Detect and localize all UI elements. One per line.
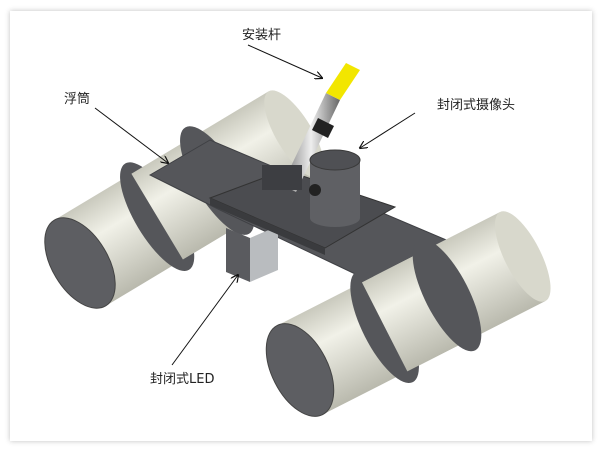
sealed-led bbox=[226, 226, 278, 282]
sealed-camera bbox=[309, 149, 361, 227]
label-camera: 封闭式摄像头 bbox=[437, 98, 516, 113]
float-collar bbox=[412, 238, 482, 352]
label-float: 浮筒 bbox=[64, 92, 91, 107]
left-float bbox=[44, 90, 325, 309]
arrow-camera bbox=[360, 112, 416, 148]
arrow-float bbox=[94, 107, 168, 163]
arrow-led bbox=[171, 275, 238, 366]
right-float bbox=[265, 211, 551, 417]
label-mount-pole: 安装杆 bbox=[242, 28, 282, 43]
label-led: 封闭式LED bbox=[150, 372, 215, 387]
mount-pole bbox=[262, 63, 360, 192]
arrow-mount-pole bbox=[247, 44, 322, 78]
